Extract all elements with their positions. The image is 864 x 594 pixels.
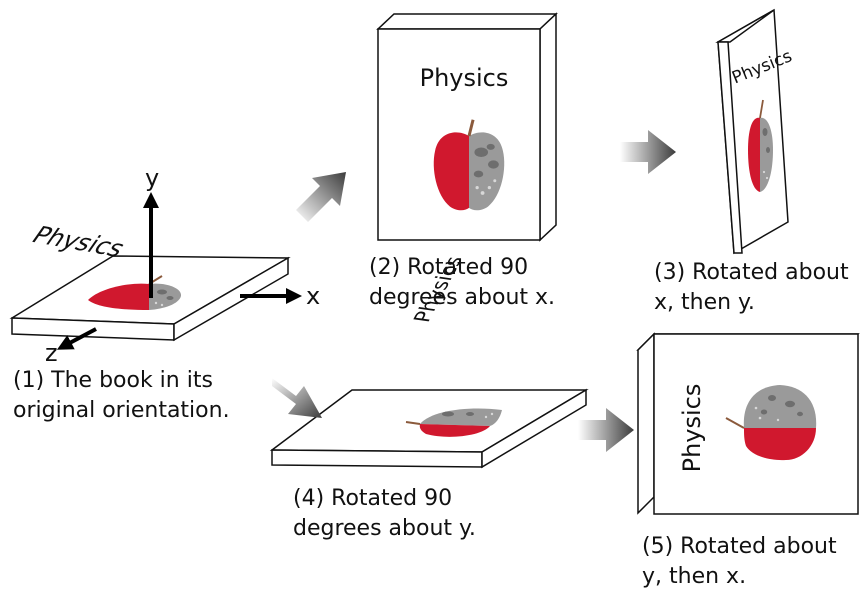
caption-5-line-2: y, then x. [642,564,747,589]
book-4-side-face [481,388,587,469]
arrow-1-to-2 [296,172,346,222]
caption-3-line-1: (3) Rotated about [654,260,849,285]
book-5-rotated-y-then-x: Physics [636,332,860,515]
book-2-rotated-x: Physics [376,12,558,242]
arrow-2-to-3 [620,130,676,174]
caption-5-line-1: (5) Rotated about [642,534,837,559]
book-1-apple [88,275,182,310]
caption-4: (4) Rotated 90 degrees about y. [293,484,476,544]
arrow-1-to-4 [272,378,322,418]
caption-3-line-2: x, then y. [654,290,755,315]
caption-2-line-2: degrees about x. [369,285,556,310]
book-4-front-face [271,449,483,468]
book-3-rotated-x-then-y: Physics [715,8,795,255]
book-2-side-face [539,12,557,242]
book-3-apple [748,99,773,192]
caption-4-line-2: degrees about y. [293,516,476,541]
caption-2-line-1: (2) Rotated 90 [369,255,529,280]
z-axis-arrow [56,327,97,350]
caption-1-line-2: original orientation. [13,398,230,423]
caption-3: (3) Rotated about x, then y. [654,258,849,318]
book-5-title: Physics [678,384,706,473]
caption-1: (1) The book in its original orientation… [13,366,230,426]
coordinate-axes: y x z [45,164,320,367]
caption-5: (5) Rotated about y, then x. [642,532,837,592]
book-3-spine [717,41,743,254]
caption-4-line-1: (4) Rotated 90 [293,486,453,511]
book-5-side-face [637,332,655,515]
y-axis-label: y [145,164,159,192]
book-5-apple [725,385,817,461]
book-4-rotated-y: Physics [269,255,589,469]
transition-arrows [272,130,676,452]
arrow-4-to-5 [578,408,634,452]
book-4-apple [405,408,502,437]
book-2-title: Physics [420,64,509,92]
book-2-top-face [376,13,558,30]
book-1-title: Physics [26,222,131,262]
x-axis-label: x [306,282,320,310]
caption-2: (2) Rotated 90 degrees about x. [369,253,555,313]
caption-1-line-1: (1) The book in its [13,368,213,393]
z-axis-label: z [45,339,58,367]
book-1-side-face [173,256,289,342]
